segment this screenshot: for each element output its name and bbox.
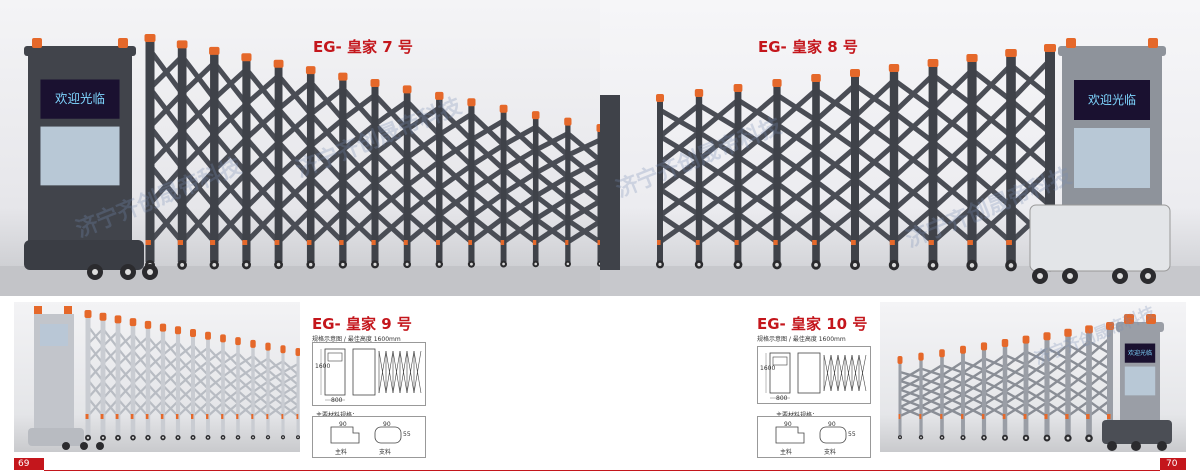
page-number-left: 69 (18, 459, 30, 469)
gate-illustration-7: 欢迎光临 (0, 34, 600, 296)
spec-caption-10: 规格示意图 / 最佳高度 1600mm (757, 336, 846, 343)
svg-text:欢迎光临: 欢迎光临 (1128, 349, 1152, 357)
page-number-bar-left (14, 458, 44, 470)
spec-caption-9: 规格示意图 / 最佳高度 1600mm (312, 336, 401, 343)
gate-illustration-8: 欢迎光临 (600, 38, 1200, 296)
dim-b: 55 (848, 431, 856, 438)
footer-rule (44, 470, 1160, 471)
photo-royal-9 (14, 302, 300, 452)
photo-royal-10: 欢迎光临 济宁齐创晟帝科技 (880, 302, 1186, 452)
section-drawing-10: 90 55 90 主料 支料 (757, 416, 871, 458)
product-title-9: EG- 皇家 9 号 (312, 315, 412, 333)
product-title-10: EG- 皇家 10 号 (757, 315, 868, 333)
dim-a: 90 (339, 421, 347, 428)
section-caption-9: 主要材料规格： (316, 410, 358, 419)
dim-width: 800 (331, 397, 343, 404)
dim-c: 90 (828, 421, 836, 428)
dim-height: 1600 (315, 363, 331, 370)
product-title-8: EG- 皇家 8 号 (758, 38, 858, 56)
svg-text:欢迎光临: 欢迎光临 (55, 91, 105, 106)
page-number-right: 70 (1166, 459, 1178, 469)
dim-c: 90 (383, 421, 391, 428)
label-sub: 支料 (824, 449, 837, 456)
section-caption-10: 主要材料规格： (776, 410, 818, 419)
photo-royal-8: 欢迎光临 EG- 皇家 8 号 济宁齐创晟帝科技 济宁齐创晟帝科技 (600, 0, 1200, 296)
svg-text:欢迎光临: 欢迎光临 (1088, 92, 1136, 107)
label-main: 主料 (335, 449, 348, 456)
label-main: 主料 (780, 449, 793, 456)
dim-height: 1600 (760, 365, 776, 372)
section-drawing-9: 90 55 90 主料 支料 (312, 416, 426, 458)
spec-drawing-10: 1600 800 (757, 346, 871, 404)
page-number-bar-right (1160, 458, 1186, 470)
gate-illustration-9 (28, 306, 300, 450)
gate-illustration-10: 欢迎光临 (897, 314, 1172, 451)
label-sub: 支料 (379, 449, 392, 456)
photo-royal-7: 欢迎光临 EG- 皇家 7 号 济宁齐创晟帝科技 济宁齐创晟帝科技 (0, 0, 600, 296)
product-title-7: EG- 皇家 7 号 (313, 38, 413, 56)
spec-drawing-9: 1600 800 (312, 342, 426, 406)
dim-a: 90 (784, 421, 792, 428)
dim-width: 800 (776, 395, 788, 402)
dim-b: 55 (403, 431, 411, 438)
